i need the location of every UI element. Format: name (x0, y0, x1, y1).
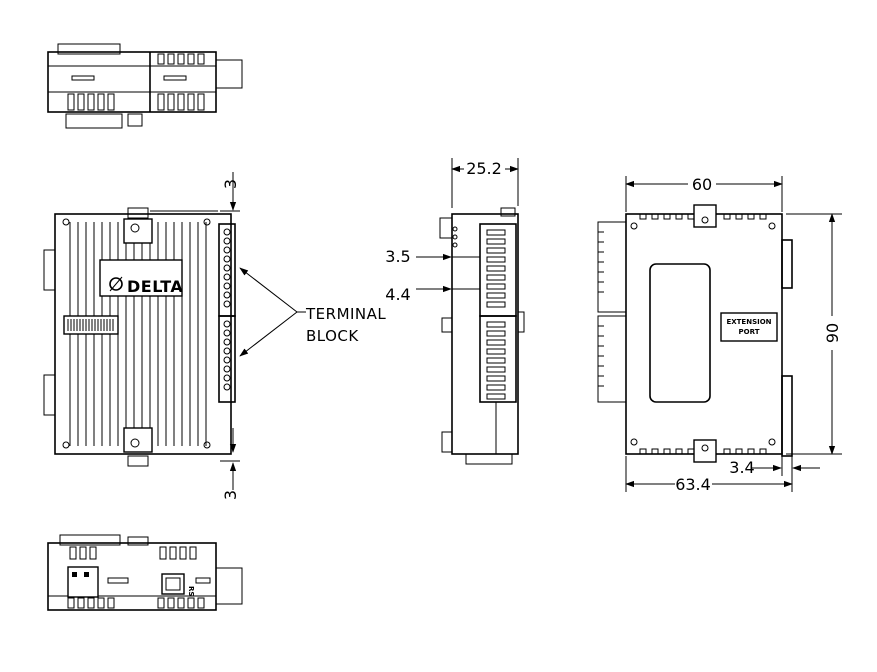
side-view (439, 207, 525, 465)
port-tag: RS (187, 586, 195, 596)
dim-side-width: 25.2 (466, 159, 502, 178)
side-dimensions: 25.2 3.5 4.4 (385, 158, 519, 304)
extension-label-line2: PORT (739, 328, 760, 336)
dim-top-clearance: 3 (221, 179, 240, 189)
back-dimensions: 60 90 3.4 63.4 (625, 175, 842, 494)
bottom-view: RS (47, 534, 243, 611)
delta-logo: DELTA (109, 276, 183, 296)
dim-back-height: 90 (823, 323, 842, 343)
top-view (47, 43, 243, 129)
front-dimensions: 3 3 (150, 172, 240, 500)
dim-4-4: 4.4 (385, 285, 410, 304)
dim-3-4: 3.4 (729, 458, 754, 477)
terminal-label-line1: TERMINAL (305, 305, 386, 323)
dim-3-5: 3.5 (385, 247, 410, 266)
dim-bottom-clearance: 3 (221, 490, 240, 500)
dim-back-width: 60 (692, 175, 712, 194)
front-view: DELTA (43, 207, 236, 467)
back-view: EXTENSION PORT (597, 204, 793, 463)
terminal-label-line2: BLOCK (306, 327, 359, 345)
dim-overall-depth: 63.4 (675, 475, 711, 494)
extension-label-line1: EXTENSION (726, 318, 771, 326)
extension-port-label (720, 312, 778, 342)
svg-text:DELTA: DELTA (127, 277, 183, 296)
terminal-block-lower (218, 315, 236, 403)
terminal-block-callout: TERMINAL BLOCK (239, 267, 386, 357)
